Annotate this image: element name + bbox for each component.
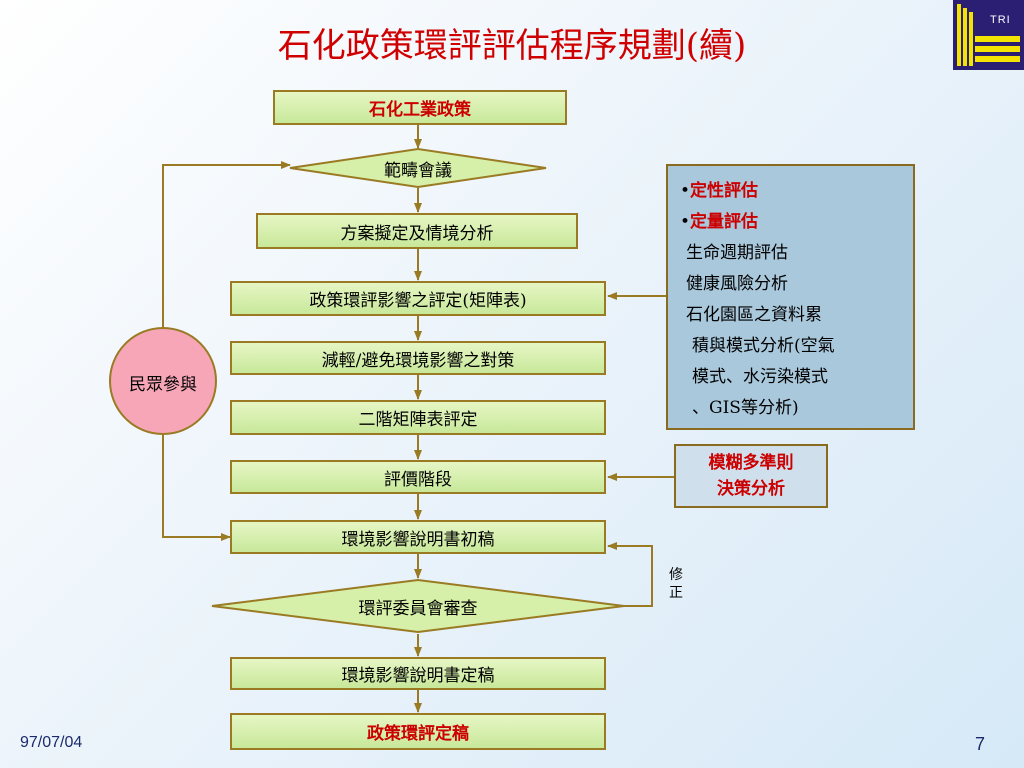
node-mitigation-measures: 減輕/避免環境影響之對策 [230, 341, 606, 375]
fuzzy-decision-box: 模糊多準則 決策分析 [674, 444, 828, 508]
slide-title: 石化政策環評評估程序規劃(續) [277, 26, 747, 66]
footer-date: 97/07/04 [20, 734, 83, 751]
qualitative-item: •定性評估 [680, 181, 759, 201]
quantitative-item: •定量評估 [680, 212, 759, 232]
method-line: 積與模式分析(空氣 [692, 336, 835, 356]
method-line: 生命週期評估 [686, 243, 788, 263]
method-line: 石化園區之資料累 [686, 305, 822, 325]
node-scenario-analysis: 方案擬定及情境分析 [256, 213, 578, 249]
logo-text: TRI [990, 14, 1011, 26]
method-line: 、GIS等分析) [692, 398, 799, 418]
public-participation-label: 民眾參與 [129, 374, 197, 395]
node-policy-eia-final: 政策環評定稿 [230, 713, 606, 750]
node-petrochemical-policy: 石化工業政策 [273, 90, 567, 125]
public-participation-circle [109, 327, 217, 435]
node-eis-final: 環境影響說明書定稿 [230, 657, 606, 690]
evaluation-methods-box: •定性評估 •定量評估 生命週期評估 健康風險分析 石化園區之資料累 積與模式分… [666, 164, 915, 430]
revise-label: 修正 [669, 567, 683, 601]
method-line: 模式、水污染模式 [692, 367, 828, 387]
node-scope-meeting: 範疇會議 [384, 160, 452, 181]
node-review-committee: 環評委員會審查 [358, 598, 478, 619]
fuzzy-line-2: 決策分析 [717, 479, 785, 499]
fuzzy-line-1: 模糊多準則 [708, 453, 794, 473]
page-number: 7 [975, 734, 986, 754]
method-line: 健康風險分析 [686, 274, 788, 294]
node-second-matrix: 二階矩陣表評定 [230, 400, 606, 435]
node-evaluation-stage: 評價階段 [230, 460, 606, 494]
scope-meeting-diamond [289, 147, 547, 189]
node-eis-draft: 環境影響說明書初稿 [230, 520, 606, 554]
review-committee-diamond [211, 578, 625, 634]
node-impact-assessment: 政策環評影響之評定(矩陣表) [230, 281, 606, 316]
tri-logo [953, 0, 1024, 70]
